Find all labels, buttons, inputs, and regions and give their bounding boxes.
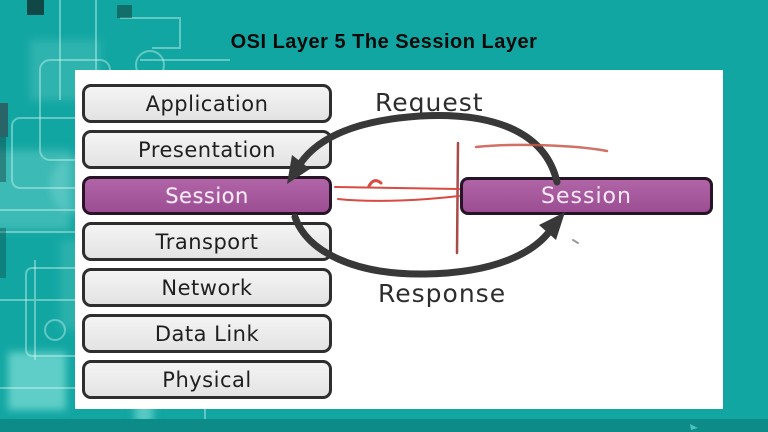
osi-layer-physical: Physical xyxy=(82,360,332,399)
red-vertical-line xyxy=(455,141,460,255)
layer-label: Session xyxy=(165,183,249,208)
response-label: Response xyxy=(378,279,507,308)
layer-label: Physical xyxy=(162,367,252,392)
gray-speck xyxy=(572,239,579,244)
osi-layer-datalink: Data Link xyxy=(82,314,332,353)
osi-layer-session: Session xyxy=(82,176,332,215)
response-arrow xyxy=(291,212,565,278)
osi-layer-presentation: Presentation xyxy=(82,130,332,169)
osi-layer-application: Application xyxy=(82,84,332,123)
layer-label: Network xyxy=(161,275,253,300)
red-top-line xyxy=(474,143,609,153)
peer-session-box: Session xyxy=(460,177,713,215)
page-title: OSI Layer 5 The Session Layer xyxy=(230,31,538,53)
osi-layer-network: Network xyxy=(82,268,332,307)
peer-session-label: Session xyxy=(541,183,632,209)
request-label: Request xyxy=(375,88,484,117)
response-arrowhead xyxy=(539,212,565,240)
layer-label: Data Link xyxy=(154,321,260,346)
layer-label: Presentation xyxy=(138,137,276,162)
diagram-panel: Application Presentation Session Transpo… xyxy=(75,70,723,409)
red-link-line-lower xyxy=(337,195,460,202)
osi-stack: Application Presentation Session Transpo… xyxy=(82,84,332,406)
osi-layer-transport: Transport xyxy=(82,222,332,261)
red-check-tick xyxy=(367,179,383,188)
layer-label: Application xyxy=(145,91,269,116)
layer-label: Transport xyxy=(155,229,259,254)
red-link-line-upper xyxy=(334,186,460,190)
